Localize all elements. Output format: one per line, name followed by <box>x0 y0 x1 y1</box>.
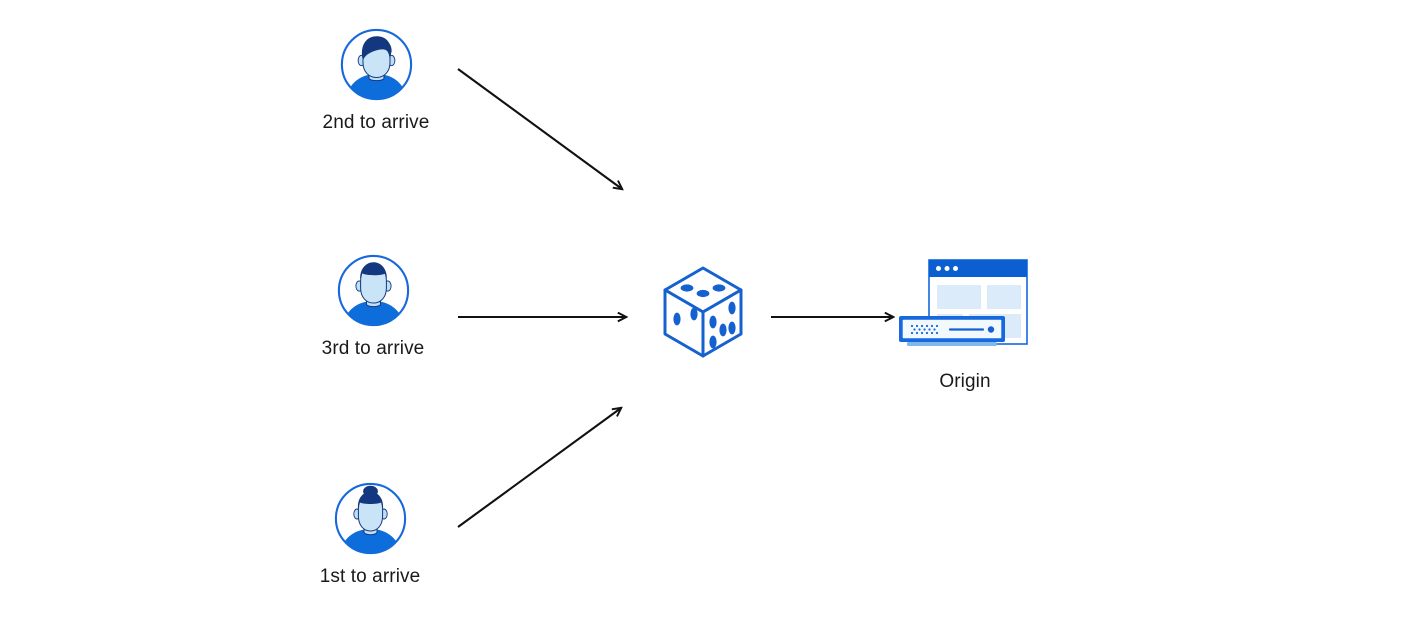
node-origin-server[interactable]: Origin <box>895 258 1035 393</box>
node-client-1st-to-arrive[interactable]: 1st to arrive <box>305 482 435 588</box>
server-appliance-icon <box>899 316 1005 346</box>
user-avatar-icon <box>337 254 410 327</box>
node-label: 2nd to arrive <box>322 112 430 133</box>
node-client-3rd-to-arrive[interactable]: 3rd to arrive <box>308 254 438 360</box>
user-avatar-icon <box>340 28 413 101</box>
origin-server-icon <box>895 258 1035 360</box>
dice-icon <box>657 262 749 362</box>
arrow-client1-to-dice <box>457 68 622 189</box>
user-avatar-icon <box>334 482 407 555</box>
node-label: 3rd to arrive <box>321 338 425 359</box>
node-client-2nd-to-arrive[interactable]: 2nd to arrive <box>311 28 441 134</box>
node-label: Origin <box>939 371 991 392</box>
arrow-client3-to-dice <box>457 408 621 528</box>
node-dice-randomizer[interactable] <box>655 262 750 362</box>
node-label: 1st to arrive <box>319 566 421 587</box>
